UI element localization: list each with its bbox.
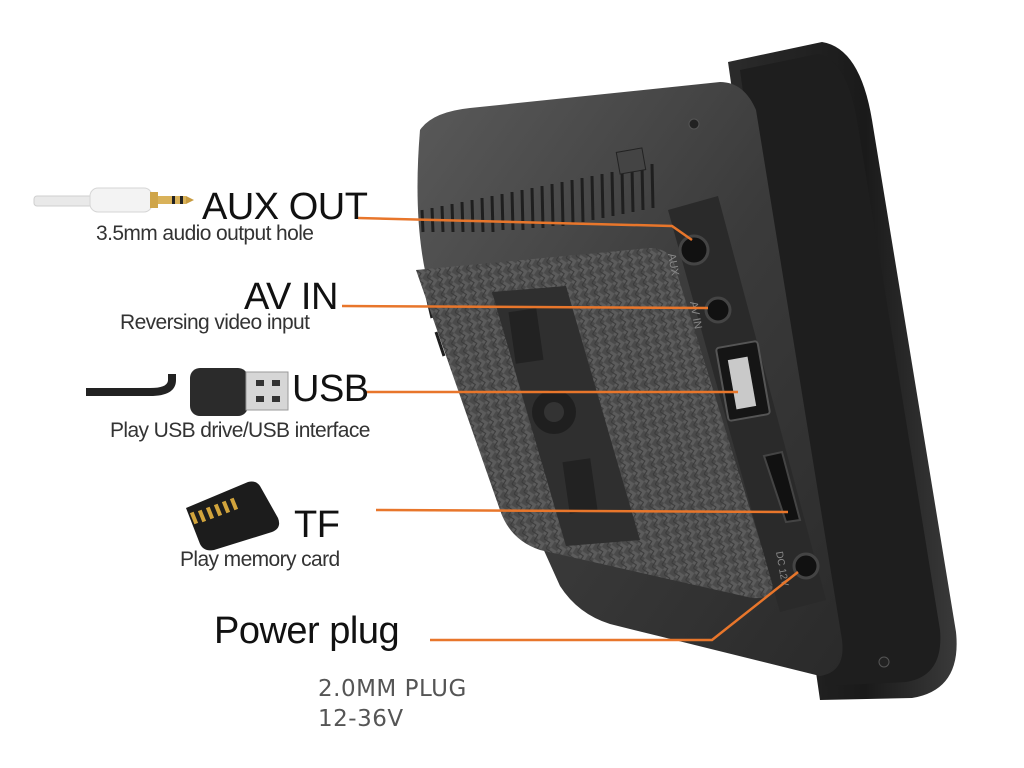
aux-out-title: AUX OUT	[202, 186, 368, 228]
tf-title: TF	[294, 504, 340, 546]
power-spec-plug: 2.0MM PLUG	[318, 676, 467, 702]
tf-subtitle: Play memory card	[180, 548, 340, 571]
usb-title: USB	[292, 368, 369, 410]
aux-port	[678, 234, 710, 266]
audio-jack-icon	[33, 187, 194, 213]
avin-port	[704, 296, 732, 324]
sd-card-icon	[186, 481, 280, 551]
power-callout-line	[430, 571, 799, 642]
aux-out-subtitle: 3.5mm audio output hole	[96, 222, 314, 245]
power-spec-voltage: 12-36V	[318, 706, 404, 732]
vent-slots	[420, 163, 655, 377]
usb-subtitle: Play USB drive/USB interface	[110, 419, 370, 442]
usb-cable-icon	[86, 368, 289, 416]
avin-callout-line	[341, 304, 709, 310]
dc-port	[792, 552, 820, 580]
power-plug-title: Power plug	[214, 610, 400, 652]
tf-callout-line	[375, 508, 789, 514]
av-in-title: AV IN	[244, 276, 338, 318]
aux-callout-line	[357, 216, 693, 242]
aux-port-print: AUX	[665, 252, 681, 277]
tf-slot	[762, 450, 802, 524]
callout-lines	[341, 216, 799, 642]
av-in-subtitle: Reversing video input	[120, 311, 310, 334]
